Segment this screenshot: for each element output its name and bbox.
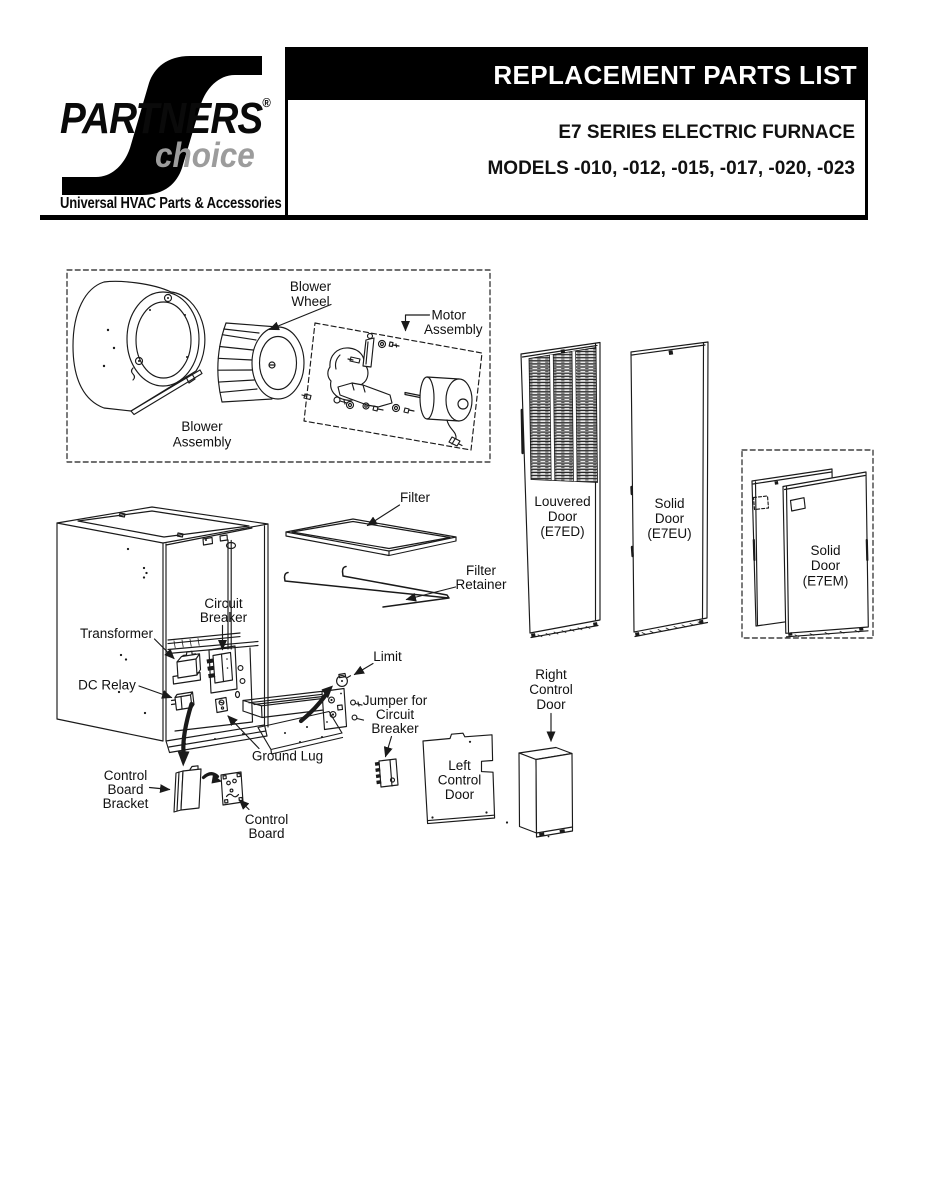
- filter-retainer-label-line2: Retainer: [455, 577, 507, 592]
- furnace-cabinet-drawing: Transformer Circuit Breaker DC Relay Gro…: [56, 506, 402, 767]
- bracket-mount-arrow: [181, 701, 194, 755]
- brand-tagline: Universal HVAC Parts & Accessories: [60, 195, 282, 212]
- blower-wheel-leader-arrow: [268, 303, 332, 331]
- filter-label: Filter: [400, 490, 431, 505]
- left-control-door-label-line1: Left: [448, 758, 471, 773]
- solid-door-e7eu-drawing: Solid Door (E7EU): [630, 341, 709, 638]
- limit-label: Limit: [373, 649, 402, 664]
- control-board-leader-arrow: [238, 799, 250, 811]
- filter-retainer-leader-arrow: [405, 586, 457, 602]
- jumper-label-line1: Jumper for: [363, 693, 428, 708]
- limit-mount-arrowhead: [321, 685, 333, 699]
- circuit-breaker-label-line2: Breaker: [200, 610, 248, 625]
- brand-subname: choice: [155, 136, 255, 175]
- blower-assembly-label-line1: Blower: [181, 419, 223, 434]
- element-rack-drawing: [242, 687, 365, 755]
- control-board-label-line2: Board: [248, 826, 284, 841]
- right-control-door-label-line3: Door: [536, 697, 566, 712]
- jumper-group: Jumper for Circuit Breaker: [363, 693, 428, 788]
- solid-door-e7eu-label-line1: Solid: [654, 496, 684, 511]
- transformer-label: Transformer: [80, 626, 154, 641]
- motor-assembly-label-line1: Motor: [432, 308, 467, 323]
- jumper-label-line2: Circuit: [376, 707, 415, 722]
- circuit-breaker-drawing: [206, 645, 238, 694]
- right-control-door-label-line2: Control: [529, 682, 573, 697]
- motor-assembly-leader-arrow: [401, 314, 431, 332]
- filter-retainer-label-line1: Filter: [466, 563, 497, 578]
- motor-assembly-label-line2: Assembly: [424, 322, 483, 337]
- series-subtitle: E7 SERIES ELECTRIC FURNACE: [558, 122, 855, 143]
- jumper-drawing: [374, 758, 399, 788]
- blower-wheel-label: Blower Wheel: [268, 279, 332, 331]
- right-control-door-group: Right Control Door: [505, 667, 574, 838]
- ground-lug-drawing: [214, 696, 229, 714]
- ground-lug-label: Ground Lug: [252, 749, 323, 764]
- left-control-door-label-line3: Door: [445, 787, 475, 802]
- right-control-door-label-line1: Right: [535, 667, 567, 682]
- blower-housing-drawing: [72, 280, 206, 416]
- solid-door-e7em-label-line1: Solid: [810, 543, 840, 558]
- parts-diagram: Blower Wheel Motor Assembly Blower Assem…: [56, 269, 874, 841]
- brand-swoosh-icon: [62, 56, 262, 195]
- solid-door-e7em-label-line3: (E7EM): [803, 574, 849, 589]
- title-box: REPLACEMENT PARTS LIST E7 SERIES ELECTRI…: [285, 47, 868, 219]
- dc-relay-drawing: [170, 691, 195, 711]
- filter-leader-arrow: [366, 504, 401, 527]
- filter-group: Filter Filter Retainer: [283, 490, 507, 608]
- control-board-bracket-leader-arrow: [148, 784, 171, 794]
- blower-wheel-drawing: [217, 322, 305, 403]
- solid-door-e7em-label-line2: Door: [811, 558, 841, 573]
- louvered-door-drawing: Louvered Door (E7ED): [520, 341, 601, 639]
- bracket-mount-arrowhead: [177, 751, 190, 767]
- control-board-group: Control Board Bracket Control Board: [103, 765, 289, 841]
- motor-assembly-dashed-box: [303, 322, 483, 451]
- brand-name-text: PARTNERS: [60, 94, 263, 143]
- document-title-bar: REPLACEMENT PARTS LIST: [288, 50, 865, 100]
- e7em-dashed-box: [741, 449, 874, 639]
- control-board-drawing: [220, 771, 244, 806]
- registered-trademark-icon: ®: [262, 95, 271, 110]
- document-title: REPLACEMENT PARTS LIST: [493, 59, 857, 90]
- blower-assembly-label-line2: Assembly: [173, 435, 232, 450]
- header-rule: [40, 215, 868, 220]
- models-line: MODELS -010, -012, -015, -017, -020, -02…: [487, 158, 855, 179]
- left-control-door-label-line2: Control: [438, 773, 482, 788]
- ground-lug-leader-arrow: [227, 715, 260, 750]
- bracket-to-board-arrow: [201, 772, 220, 780]
- right-control-door-drawing: [505, 746, 574, 838]
- limit-mount-arrow: [298, 691, 329, 724]
- transformer-drawing: [172, 650, 202, 685]
- blower-wheel-label-line1: Blower: [290, 279, 332, 294]
- blower-assembly-group: Blower Wheel Motor Assembly Blower Assem…: [66, 269, 491, 463]
- circuit-breaker-label-line1: Circuit: [204, 596, 243, 611]
- jumper-label-line3: Breaker: [371, 721, 419, 736]
- bracket-to-board-arrowhead: [211, 774, 222, 784]
- control-board-bracket-label-line1: Control: [104, 768, 148, 783]
- solid-door-e7eu-label-line2: Door: [655, 511, 685, 526]
- motor-assembly-label: Motor Assembly: [401, 308, 483, 337]
- control-board-bracket-label-line3: Bracket: [103, 796, 149, 811]
- louvered-door-label-line2: Door: [548, 509, 578, 524]
- limit-leader-arrow: [353, 662, 374, 676]
- transformer-leader-arrow: [153, 638, 175, 660]
- limit-switch-drawing: [336, 672, 352, 687]
- cabinet-face-dots: [117, 547, 148, 715]
- jumper-leader-arrow: [383, 735, 393, 758]
- louvered-door-label-line3: (E7ED): [540, 524, 584, 539]
- filter-retainer-drawing: [283, 565, 450, 608]
- blower-assembly-label: Blower Assembly: [173, 419, 232, 450]
- solid-door-e7eu-label-line3: (E7EU): [647, 526, 691, 541]
- dc-relay-label: DC Relay: [78, 678, 136, 693]
- dc-relay-leader-arrow: [138, 685, 173, 699]
- left-control-door-drawing: Left Control Door: [422, 732, 496, 825]
- motor-assembly-drawing: [301, 322, 483, 451]
- brand-name: PARTNERS®: [60, 94, 271, 144]
- control-board-bracket-label-line2: Board: [107, 782, 143, 797]
- brand-logo: PARTNERS® choice Universal HVAC Parts & …: [55, 40, 285, 220]
- louvered-door-label-line1: Louvered: [534, 494, 590, 509]
- control-board-label-line1: Control: [245, 812, 289, 827]
- blower-assembly-dashed-box: [66, 269, 491, 463]
- blower-wheel-label-line2: Wheel: [291, 294, 329, 309]
- solid-door-e7em-group: Solid Door (E7EM): [741, 449, 874, 639]
